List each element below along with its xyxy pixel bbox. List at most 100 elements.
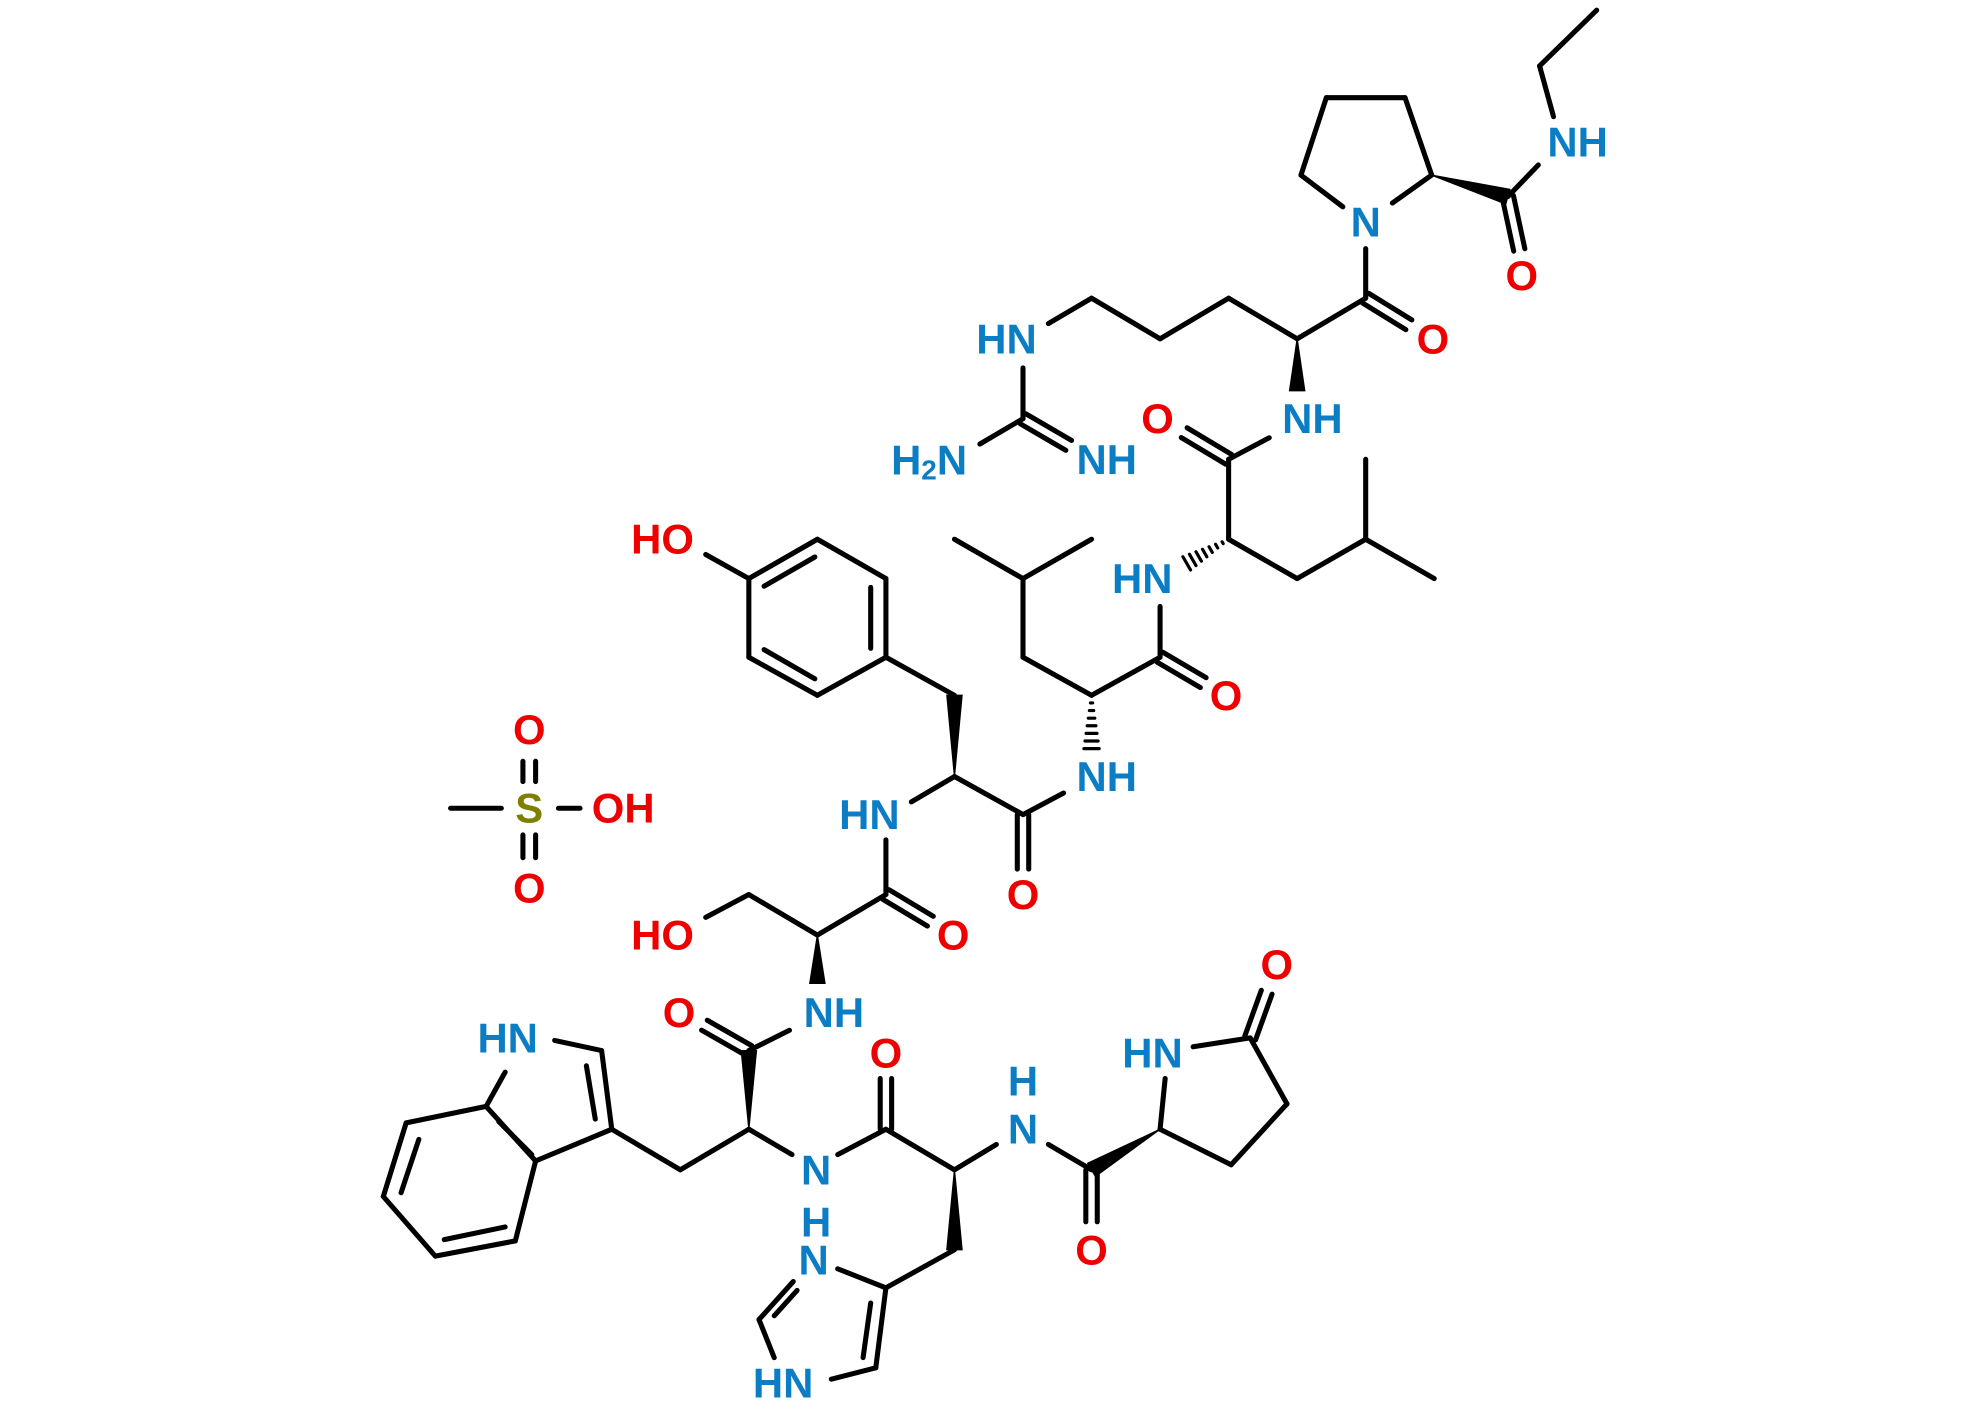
bond [533,1126,615,1164]
bond [1157,295,1232,342]
double-bond [1154,659,1203,691]
bond [1363,536,1437,582]
atom-hn-guanidine: HN [976,315,1036,362]
bond [1020,654,1095,698]
bond [814,654,889,698]
atom-mesyl-o-top: O [513,706,546,753]
bond [1089,295,1163,342]
atom-nh-arg: NH [1282,395,1342,442]
bond [873,1285,889,1371]
bond [835,1266,889,1291]
atom-nh-guanidine-imine: NH [1077,436,1137,483]
atom-h-his-amide: H [1008,1058,1038,1105]
double-bond [1184,425,1235,457]
atom-o-pyroglu: O [1075,1226,1108,1273]
bond [496,1119,535,1158]
bond [1157,1075,1168,1132]
bond [380,1193,438,1259]
atom-o-leu2: O [1210,672,1243,719]
atom-o-his: O [870,1030,903,1077]
wedge-bond [946,1169,963,1251]
atom-o-trp: O [663,989,696,1036]
wedge-bond [1431,174,1511,205]
bond [1294,295,1369,342]
bond [441,1224,508,1243]
bond [1389,172,1435,206]
atom-hn-leu1: HN [1112,555,1172,602]
bond [432,1238,518,1259]
bond [814,536,889,582]
bond [951,1141,999,1173]
bond [403,1103,489,1126]
bond [1226,295,1300,342]
bond [761,554,818,589]
atom-n-his-amide: N [1008,1106,1038,1153]
atom-hn-imidazole: HN [753,1360,813,1407]
bond [1157,1126,1234,1168]
bond [761,647,818,682]
wedge-bond [946,694,963,777]
atom-ho-tyr: HO [631,516,694,563]
bond [1045,295,1095,327]
atom-n-proline: N [1351,199,1381,246]
atom-h-imidazole: H [801,1198,831,1245]
atom-nh-leu2: NH [1077,753,1137,800]
bond [583,1063,598,1122]
bond [483,1069,508,1109]
hash-bond [1207,545,1214,554]
bond [1298,95,1329,178]
bond [756,1317,777,1361]
bond [746,891,820,938]
atom-h2n-guanidine: H2N [891,436,967,485]
atom-o-tyr: O [1007,871,1040,918]
hash-bond [1220,540,1225,546]
bond [703,551,752,582]
double-bond [880,896,930,929]
bond [883,654,957,698]
wedge-bond [1086,1128,1161,1178]
bonds [380,7,1600,1382]
wedge-bond [809,935,826,984]
bond [1089,654,1163,698]
bond [1537,7,1600,69]
atom-nh-ethylamide: NH [1547,119,1607,166]
double-bond [704,1017,755,1049]
bond [609,1126,683,1173]
atom-o-pyroglu-ring: O [1261,941,1294,988]
bond [746,536,820,582]
bond [1020,790,1067,818]
bond [908,773,957,805]
hash-bond [1213,542,1220,550]
bond [1402,95,1435,178]
hash-bond [1181,555,1193,572]
atom-o-ethylamide: O [1506,252,1539,299]
bond [1298,172,1346,210]
double-bond [1023,411,1075,443]
bond [951,773,1026,818]
double-bond [1253,991,1275,1043]
wedge-bond [1288,338,1306,392]
hash-bond [1200,547,1209,559]
bond [951,536,1026,582]
bond [1294,536,1369,582]
double-bond [1178,435,1229,467]
bond [1020,536,1095,582]
bond [883,1247,957,1291]
bond [1045,1141,1095,1173]
atom-o-arg: O [1417,315,1450,362]
bond [814,891,889,938]
bond [835,1126,889,1158]
bond [512,1158,539,1244]
atom-hn-indole: HN [477,1014,537,1061]
bond [860,1300,874,1361]
bond [1228,1101,1290,1168]
bond [703,891,752,920]
wedge-bond [740,1049,758,1130]
hash-bond [1194,550,1203,563]
bond [756,1278,796,1323]
bond [1226,435,1272,462]
bond [599,1048,615,1132]
atom-mesyl-s: S [515,785,543,832]
bond [977,416,1026,447]
